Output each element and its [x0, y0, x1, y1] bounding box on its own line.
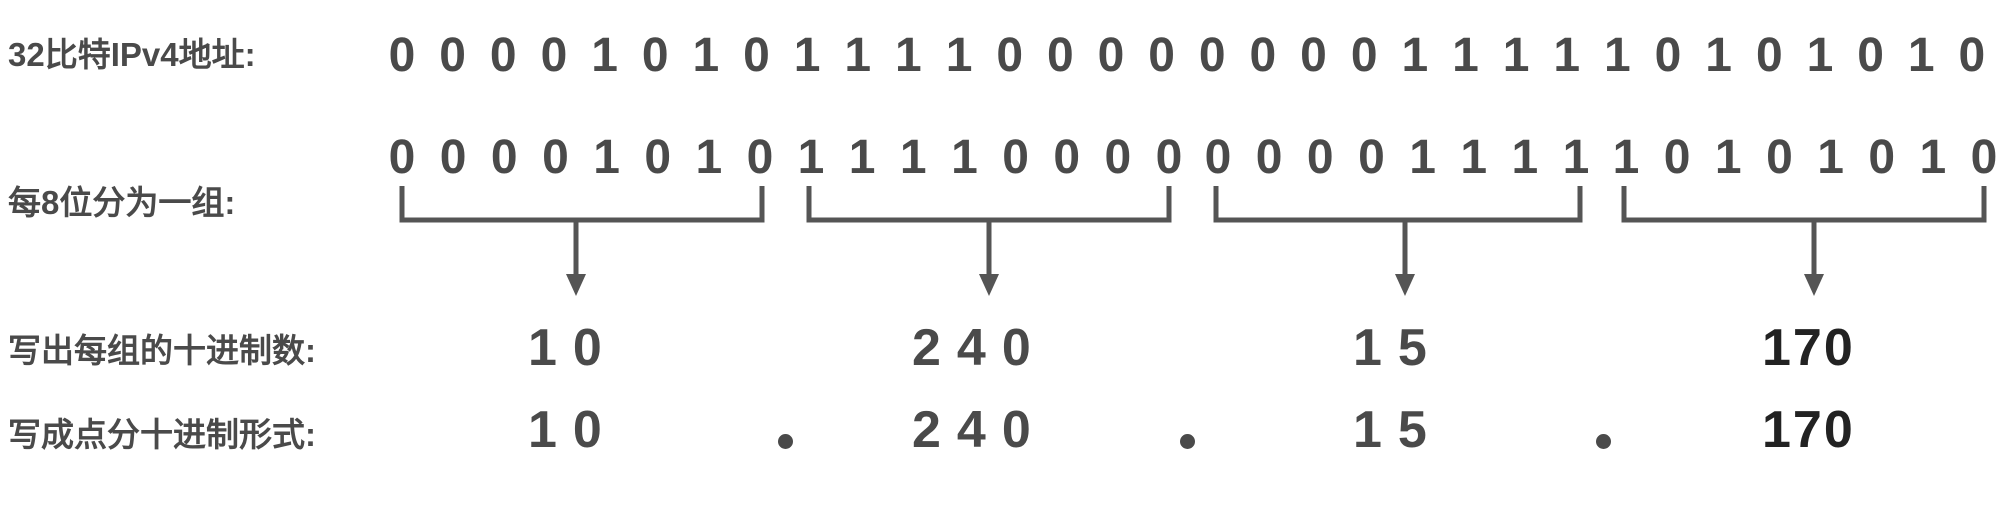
label-32bit-address: 32比特IPv4地址: [8, 36, 256, 73]
dotted-octet-1: 10 [528, 401, 618, 459]
bit-digit: 0 [1970, 131, 1998, 184]
bit-digit: 0 [746, 131, 774, 184]
bit-digit: 0 [542, 131, 569, 184]
bit-digit: 0 [1868, 131, 1896, 184]
bit-digit: 1 [1553, 29, 1581, 82]
bit-digit: 1 [1714, 131, 1742, 184]
decimal-group-1: 10 [528, 319, 618, 377]
bit-digit: 1 [591, 29, 618, 82]
bracket-group-2 [806, 186, 1172, 223]
dot-separator-3 [1596, 434, 1611, 449]
dotted-octet-4: 170 [1762, 401, 1855, 459]
bit-digit: 0 [743, 29, 770, 82]
bit-digit: 1 [695, 131, 723, 184]
bit-digit: 1 [848, 131, 876, 184]
dotted-octet-3: 15 [1353, 401, 1443, 459]
bit-digit: 0 [1306, 131, 1334, 184]
arrow-head-4 [1804, 274, 1824, 296]
arrow-head-1 [566, 274, 586, 296]
bit-digit: 0 [1249, 29, 1277, 82]
bit-digit: 0 [1104, 131, 1132, 184]
bit-digit: 1 [593, 131, 620, 184]
bit-digit: 1 [1604, 29, 1631, 82]
bit-digit: 0 [1958, 29, 1986, 82]
decimal-group-4: 170 [1762, 319, 1855, 377]
bit-digit: 0 [388, 131, 416, 184]
bit-digit: 0 [489, 29, 517, 82]
bit-digit: 0 [1755, 29, 1783, 82]
bit-digit: 1 [899, 131, 927, 184]
decimal-group-2: 240 [912, 319, 1047, 377]
bit-digit: 1 [692, 29, 720, 82]
bit-digit: 1 [1511, 131, 1539, 184]
bit-digit: 1 [1409, 131, 1436, 184]
bit-digit: 0 [388, 29, 416, 82]
bit-digit: 1 [1460, 131, 1488, 184]
bit-digit: 1 [1401, 29, 1429, 82]
label-dotted-decimal: 写成点分十进制形式: [8, 416, 316, 453]
bit-digit: 1 [1907, 29, 1935, 82]
bit-digit: 1 [1817, 131, 1844, 184]
label-decimal-per-group: 写出每组的十进制数: [8, 332, 316, 369]
bit-digit: 0 [540, 29, 568, 82]
bit-digit: 0 [1300, 29, 1327, 82]
bit-digit: 0 [439, 29, 466, 82]
bit-digit: 0 [1654, 29, 1682, 82]
bit-digit: 0 [1046, 29, 1074, 82]
arrow-head-2 [979, 274, 999, 296]
bit-digit: 0 [1155, 131, 1183, 184]
bit-digit: 1 [945, 29, 973, 82]
bit-digit: 0 [1148, 29, 1175, 82]
bit-digit: 1 [951, 131, 978, 184]
bit-digit: 1 [1562, 131, 1590, 184]
bit-digit: 1 [895, 29, 922, 82]
label-group-by-8: 每8位分为一组: [8, 184, 236, 221]
dot-separator-2 [1180, 434, 1195, 449]
bit-digit: 1 [1502, 29, 1530, 82]
bit-digit: 0 [996, 29, 1024, 82]
decimal-group-3: 15 [1353, 319, 1443, 377]
bit-digit: 0 [1766, 131, 1793, 184]
bit-digit: 0 [1002, 131, 1029, 184]
bit-digit: 0 [1198, 29, 1226, 82]
bit-digit: 1 [1705, 29, 1732, 82]
bit-digit: 0 [1097, 29, 1125, 82]
bit-digit: 0 [1857, 29, 1884, 82]
bit-digit: 0 [1255, 131, 1283, 184]
bit-digit: 0 [1350, 29, 1378, 82]
arrow-head-3 [1395, 274, 1415, 296]
dot-separator-1 [778, 434, 793, 449]
bracket-group-4 [1621, 186, 1987, 223]
bit-digit: 0 [644, 131, 672, 184]
bit-digit: 0 [1358, 131, 1385, 184]
bit-digit: 0 [1053, 131, 1081, 184]
bit-digit: 0 [490, 131, 518, 184]
bit-digit: 0 [1204, 131, 1232, 184]
bit-digit: 0 [641, 29, 669, 82]
bracket-group-1 [399, 186, 765, 223]
bit-digit: 1 [1612, 131, 1640, 184]
bit-digit: 1 [1919, 131, 1947, 184]
dotted-octet-2: 240 [912, 401, 1047, 459]
bit-digit: 1 [793, 29, 821, 82]
bit-digit: 1 [844, 29, 872, 82]
bit-digit: 0 [439, 131, 467, 184]
bit-digit: 1 [1806, 29, 1834, 82]
bit-digit: 0 [1663, 131, 1691, 184]
bit-digit: 1 [1452, 29, 1479, 82]
bracket-group-3 [1213, 186, 1583, 223]
bit-digit: 1 [797, 131, 825, 184]
